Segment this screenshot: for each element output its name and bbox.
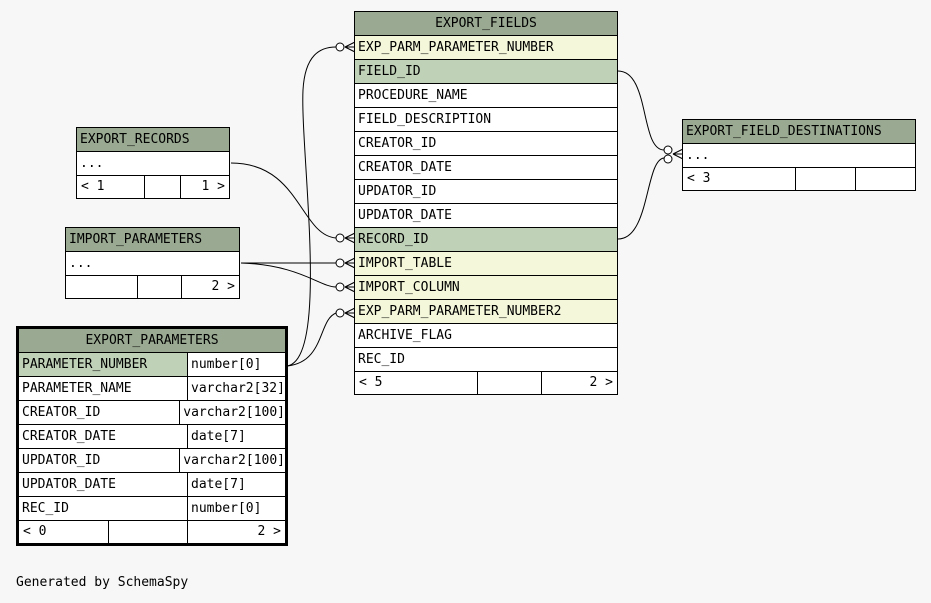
column-field-description: FIELD_DESCRIPTION xyxy=(355,108,617,132)
table-export-field-destinations[interactable]: EXPORT_FIELD_DESTINATIONS ... < 3 xyxy=(682,119,916,191)
footer-spacer xyxy=(109,521,188,543)
parents-count: < 0 xyxy=(19,521,109,543)
column-procedure-name: PROCEDURE_NAME xyxy=(355,84,617,108)
column-import-column: IMPORT_COLUMN xyxy=(355,276,617,300)
column-rec-id: REC_ID xyxy=(355,348,617,372)
table-import-parameters[interactable]: IMPORT_PARAMETERS ... 2 > xyxy=(65,227,240,299)
column-import-table: IMPORT_TABLE xyxy=(355,252,617,276)
column-name: PARAMETER_NAME xyxy=(19,377,188,400)
children-count: 2 > xyxy=(589,375,613,390)
column-name: UPDATOR_DATE xyxy=(19,473,188,496)
column-field-id: FIELD_ID xyxy=(355,60,617,84)
table-footer: < 3 xyxy=(683,168,915,190)
column-row: UPDATOR_DATE date[7] xyxy=(19,473,285,497)
table-footer: < 0 2 > xyxy=(19,521,285,543)
table-ellipsis: ... xyxy=(66,252,239,276)
edge-import-column xyxy=(240,262,337,288)
footer-spacer xyxy=(856,168,915,190)
column-type: date[7] xyxy=(191,429,246,444)
table-ellipsis: ... xyxy=(77,152,229,176)
table-footer: < 1 1 > xyxy=(77,176,229,198)
column-type: varchar2[32] xyxy=(191,381,285,396)
table-footer: < 5 2 > xyxy=(355,372,617,394)
column-type: varchar2[100] xyxy=(183,405,285,420)
table-title: EXPORT_FIELDS xyxy=(355,12,617,36)
generated-by-label: Generated by SchemaSpy xyxy=(16,575,189,590)
table-ellipsis: ... xyxy=(683,144,915,168)
column-type: date[7] xyxy=(191,477,246,492)
column-row: UPDATOR_ID varchar2[100] xyxy=(19,449,285,473)
parents-count: < 1 xyxy=(77,176,145,198)
column-name: CREATOR_DATE xyxy=(19,425,188,448)
footer-spacer xyxy=(796,168,856,190)
children-count: 1 > xyxy=(201,179,225,194)
column-row: CREATOR_DATE date[7] xyxy=(19,425,285,449)
children-count: 2 > xyxy=(211,279,235,294)
column-name: CREATOR_ID xyxy=(19,401,181,424)
column-type: varchar2[100] xyxy=(183,453,285,468)
column-updator-date: UPDATOR_DATE xyxy=(355,204,617,228)
column-row: PARAMETER_NUMBER number[0] xyxy=(19,353,285,377)
table-export-records[interactable]: EXPORT_RECORDS ... < 1 1 > xyxy=(76,127,230,199)
column-creator-date: CREATOR_DATE xyxy=(355,156,617,180)
table-title: EXPORT_FIELD_DESTINATIONS xyxy=(683,120,915,144)
column-exp-parm-parameter-number: EXP_PARM_PARAMETER_NUMBER xyxy=(355,36,617,60)
table-title: EXPORT_RECORDS xyxy=(77,128,229,152)
table-export-parameters[interactable]: EXPORT_PARAMETERS PARAMETER_NUMBER numbe… xyxy=(16,326,288,546)
children-count: 2 > xyxy=(257,524,281,539)
column-updator-id: UPDATOR_ID xyxy=(355,180,617,204)
edge-parameter-number2 xyxy=(286,312,337,367)
footer-spacer xyxy=(66,276,138,298)
column-row: REC_ID number[0] xyxy=(19,497,285,521)
footer-spacer xyxy=(145,176,181,198)
column-row: CREATOR_ID varchar2[100] xyxy=(19,401,285,425)
column-type: number[0] xyxy=(191,501,262,516)
parents-count: < 5 xyxy=(355,372,478,394)
edge-parameter-number xyxy=(286,46,337,367)
edge-record-id xyxy=(230,162,337,239)
column-name: UPDATOR_ID xyxy=(19,449,181,472)
column-name: REC_ID xyxy=(19,497,188,520)
column-exp-parm-parameter-number2: EXP_PARM_PARAMETER_NUMBER2 xyxy=(355,300,617,324)
column-archive-flag: ARCHIVE_FLAG xyxy=(355,324,617,348)
edge-field-record-id xyxy=(617,157,665,240)
table-footer: 2 > xyxy=(66,276,239,298)
footer-spacer xyxy=(478,372,542,394)
column-row: PARAMETER_NAME varchar2[32] xyxy=(19,377,285,401)
table-title: EXPORT_PARAMETERS xyxy=(19,329,285,353)
column-record-id: RECORD_ID xyxy=(355,228,617,252)
table-title: IMPORT_PARAMETERS xyxy=(66,228,239,252)
edge-field-id xyxy=(617,70,665,151)
footer-spacer xyxy=(138,276,182,298)
table-export-fields[interactable]: EXPORT_FIELDS EXP_PARM_PARAMETER_NUMBER … xyxy=(354,11,618,395)
column-type: number[0] xyxy=(191,357,262,372)
column-name: PARAMETER_NUMBER xyxy=(19,353,188,376)
column-creator-id: CREATOR_ID xyxy=(355,132,617,156)
parents-count: < 3 xyxy=(683,168,796,190)
